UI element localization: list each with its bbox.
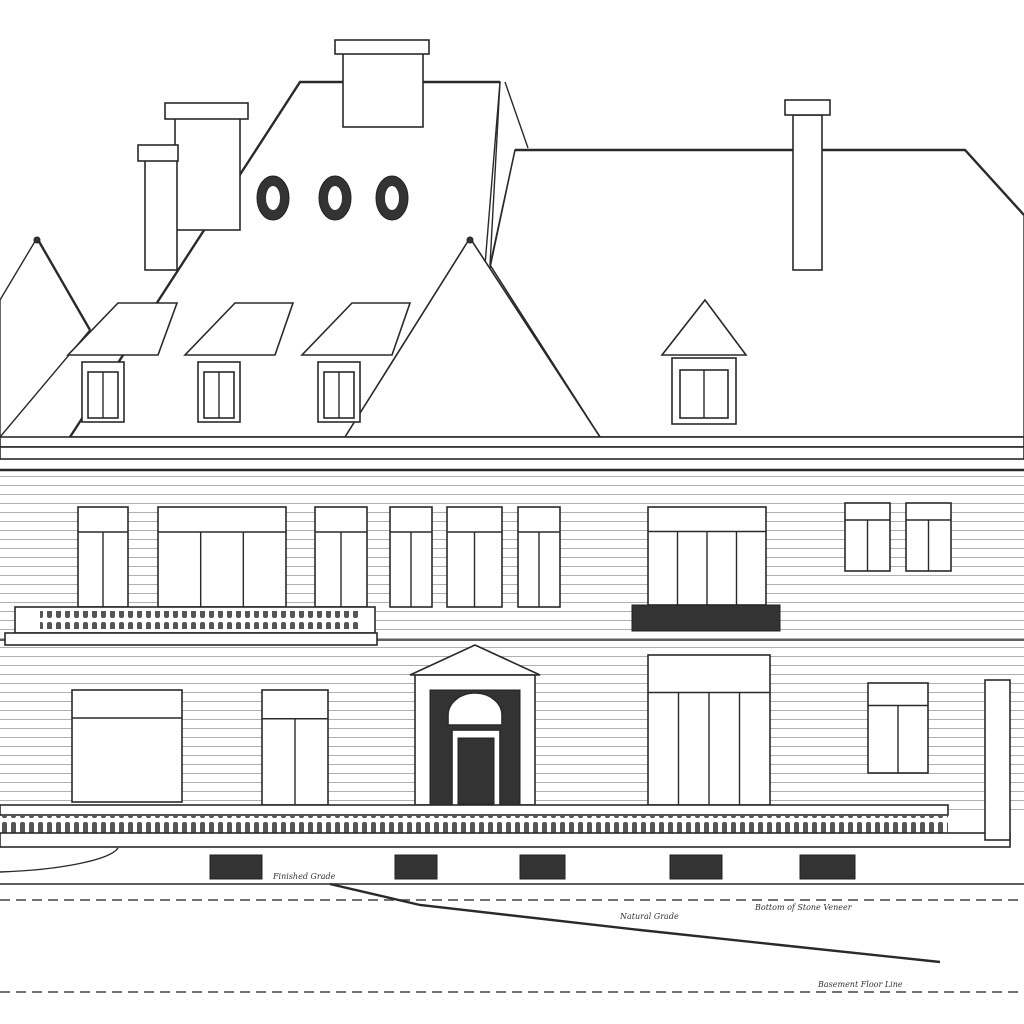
basement-floor-line-label: Basement Floor Line <box>818 980 903 989</box>
window <box>517 506 561 608</box>
terrace-balustrade <box>0 679 1011 873</box>
natural-grade-label: Natural Grade <box>620 912 679 921</box>
cornice <box>0 436 1024 641</box>
lower-windows <box>71 654 929 806</box>
window <box>905 502 952 572</box>
bay-window-base <box>631 604 781 632</box>
dormer-peaked <box>660 298 748 425</box>
window <box>314 506 368 608</box>
dormer <box>183 302 295 423</box>
window <box>261 689 329 806</box>
finished-grade-label: Finished Grade <box>273 872 336 881</box>
left-tower-cone <box>0 236 92 439</box>
dormers <box>66 298 748 425</box>
window <box>647 506 767 606</box>
window <box>71 689 183 803</box>
window <box>77 506 129 608</box>
balcony <box>4 606 378 646</box>
entrance <box>409 644 541 809</box>
upper-windows <box>77 502 952 608</box>
chimneys <box>137 39 831 271</box>
basement-vents <box>209 854 856 880</box>
grade-lines <box>0 882 1024 993</box>
roof-oval-windows <box>256 175 409 221</box>
bottom-stone-veneer-label: Bottom of Stone Veneer <box>755 903 852 912</box>
dormer <box>300 302 412 423</box>
window <box>157 506 287 608</box>
window <box>446 506 503 608</box>
window <box>844 502 891 572</box>
window <box>647 654 771 806</box>
window <box>389 506 433 608</box>
window <box>867 682 929 774</box>
dormer <box>66 302 179 423</box>
